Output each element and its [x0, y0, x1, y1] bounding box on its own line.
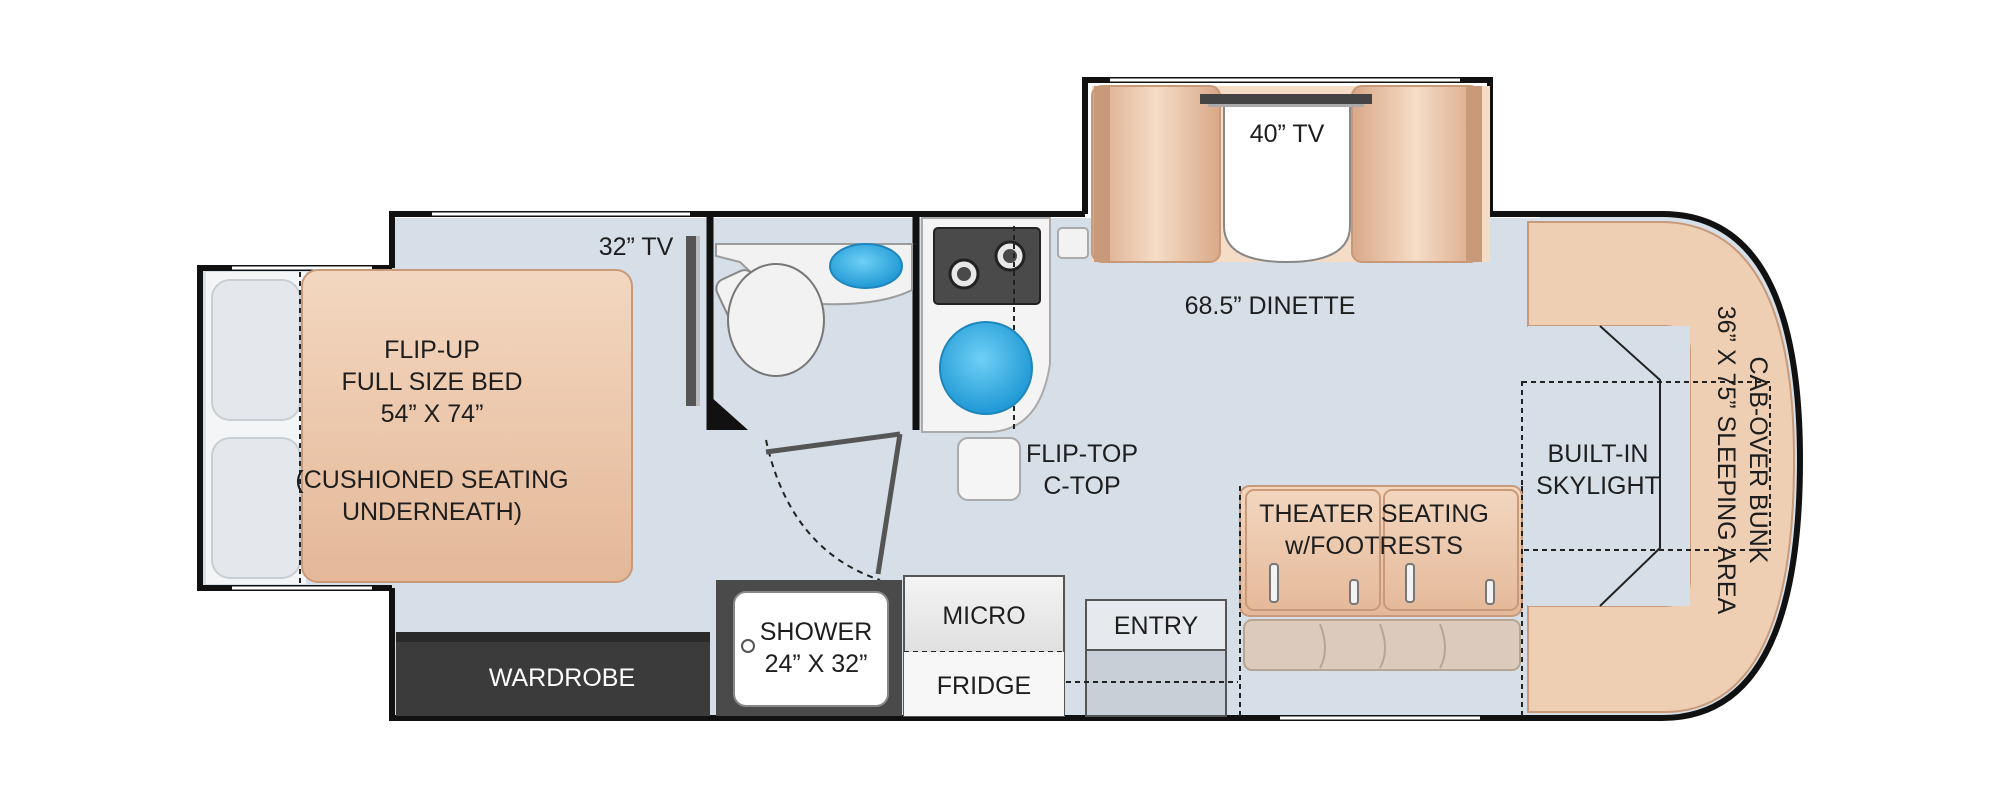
kitchen-sink — [939, 321, 1033, 415]
cooktop — [933, 227, 1041, 305]
dinette-table — [1223, 99, 1351, 264]
theater-seating: THEATER SEATING w/FOOTRESTS — [1239, 485, 1523, 716]
flip-top-c-top — [957, 437, 1021, 501]
bathroom-door-swing — [765, 439, 881, 581]
shower-label-line1: SHOWER — [760, 618, 873, 646]
bed-label-line4: (CUSHIONED SEATING — [295, 466, 568, 494]
skylight-label-line2: SKYLIGHT — [1536, 472, 1660, 500]
seat-armrest-icons — [1269, 563, 1495, 605]
dinette-tv — [1200, 94, 1372, 104]
cab-over-label-line2: 36” X 75” SLEEPING AREA — [1712, 306, 1740, 615]
dinette-seat-left — [1091, 85, 1221, 263]
bathroom-door — [765, 431, 901, 455]
skylight-label-line1: BUILT-IN — [1548, 440, 1649, 468]
micro-label: MICRO — [942, 602, 1025, 630]
entry: ENTRY — [1066, 599, 1238, 717]
flip-top-label-line1: FLIP-TOP — [1026, 440, 1138, 468]
windows — [232, 78, 1480, 720]
cab-over-label-line1: CAB-OVER BUNK — [1744, 357, 1772, 564]
entry-label: ENTRY — [1114, 612, 1199, 640]
skylight — [1521, 381, 1771, 551]
shower: SHOWER 24” X 32” — [716, 580, 902, 716]
bed-label-line2: FULL SIZE BED — [341, 368, 522, 396]
bed-label-line5: UNDERNEATH) — [342, 498, 522, 526]
flip-top-label-line2: C-TOP — [1043, 472, 1120, 500]
dinette-label: 68.5” DINETTE — [1185, 292, 1356, 320]
bed-label-line3: 54” X 74” — [381, 400, 484, 428]
bed: FLIP-UP FULL SIZE BED 54” X 74” (CUSHION… — [206, 269, 633, 584]
toilet — [715, 263, 825, 377]
rear-tv-label: 32” TV — [599, 233, 674, 261]
dinette: 40” TV 68.5” DINETTE — [1091, 85, 1490, 320]
bathroom-sink — [829, 243, 903, 289]
cab-over: BUILT-IN SKYLIGHT CAB-OVER BUNK 36” X 75… — [1521, 221, 1796, 713]
kitchen: FLIP-TOP C-TOP — [921, 217, 1138, 501]
dinette-seat-right — [1351, 85, 1481, 263]
bed-label-line1: FLIP-UP — [384, 336, 480, 364]
footrest — [1243, 619, 1521, 671]
bathroom — [706, 214, 920, 581]
rear-tv: 32” TV — [599, 233, 700, 406]
micro-fridge: MICRO FRIDGE — [903, 575, 1065, 717]
dinette-tv-label: 40” TV — [1250, 120, 1325, 148]
wardrobe-label: WARDROBE — [489, 664, 635, 692]
shower-drain-icon — [741, 639, 755, 653]
wardrobe: WARDROBE — [396, 632, 710, 716]
shower-label-line2: 24” X 32” — [765, 650, 868, 678]
theater-label-line1: THEATER SEATING — [1259, 500, 1489, 528]
fridge-label: FRIDGE — [937, 672, 1031, 700]
theater-label-line2: w/FOOTRESTS — [1284, 532, 1463, 560]
